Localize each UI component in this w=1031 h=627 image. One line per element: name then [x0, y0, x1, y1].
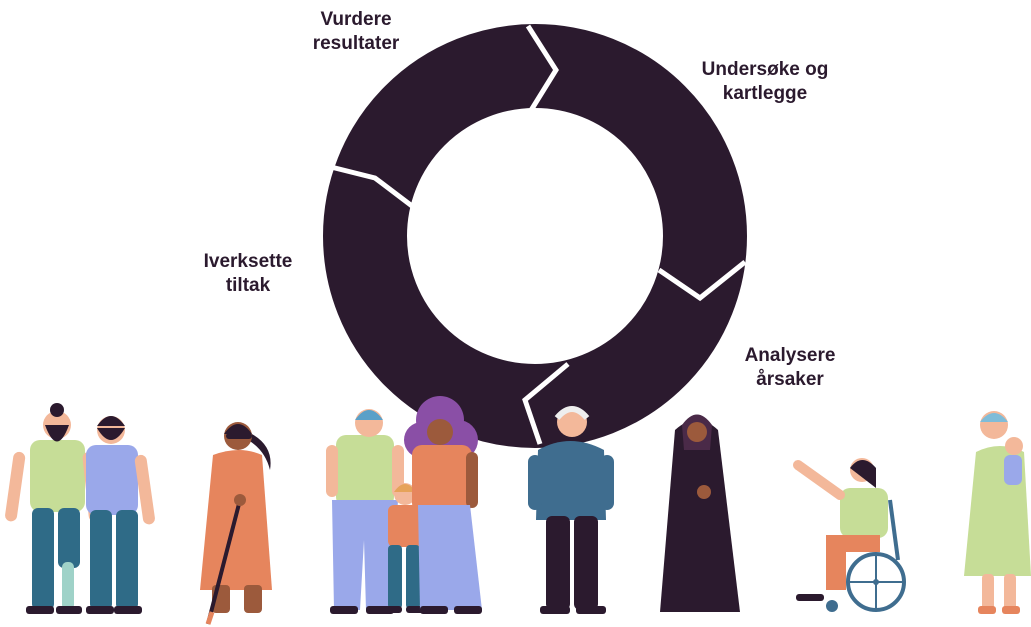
step-label-iverksette: Iverksette tiltak [203, 251, 293, 296]
step-label-analysere: Analysere årsaker [744, 345, 836, 390]
man-with-prosthetic-leg-icon [5, 403, 101, 614]
woman-in-wheelchair-icon [793, 458, 906, 612]
mother-with-baby-icon [964, 411, 1031, 614]
father-icon [326, 409, 404, 614]
separator-top [525, 24, 559, 114]
curly-haired-woman-icon [404, 396, 482, 614]
step-label-vurdere: Vurdere resultater [312, 9, 400, 54]
blind-woman-with-cane-icon [200, 422, 272, 625]
separator-left [326, 163, 414, 208]
cycle-ring [323, 24, 747, 448]
child-icon [384, 483, 424, 613]
step-label-undersoke: Undersøke og kartlegge [701, 59, 829, 104]
separator-right [657, 260, 747, 302]
separator-bottom [522, 362, 570, 445]
bearded-man-icon [86, 416, 155, 614]
elderly-man-icon [528, 406, 614, 614]
people-group [5, 396, 1031, 625]
ring-shape [323, 24, 747, 448]
woman-in-abaya-icon [660, 414, 740, 612]
